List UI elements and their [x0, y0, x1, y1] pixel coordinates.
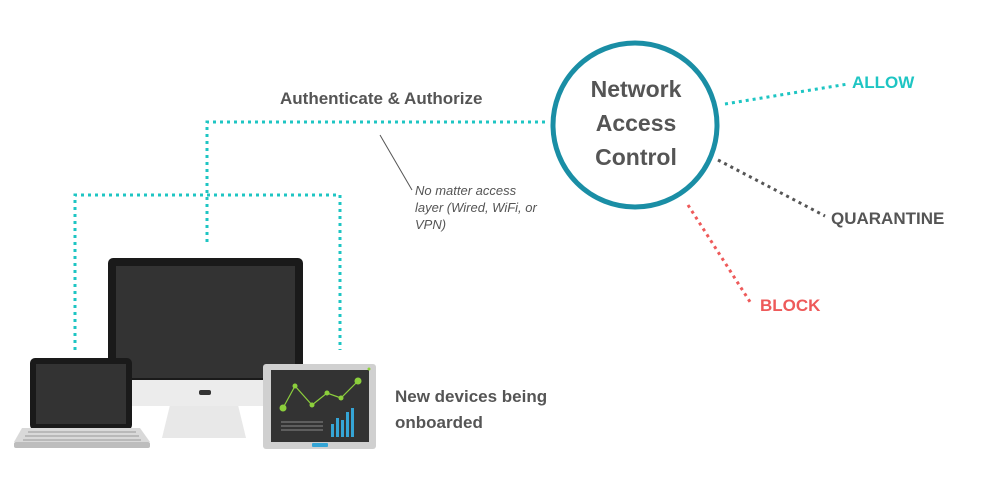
allow-line: [724, 82, 849, 106]
nac-circle: [550, 40, 720, 210]
quarantine-line: [717, 158, 826, 218]
access-layer-note: No matter access layer (Wired, WiFi, or …: [415, 183, 537, 232]
quarantine-label: QUARANTINE: [831, 209, 945, 228]
authenticate-authorize-label: Authenticate & Authorize: [280, 89, 483, 108]
block-line: [686, 204, 754, 306]
block-label: BLOCK: [760, 296, 821, 315]
tablet-chart-icon: [263, 364, 376, 449]
allow-label: ALLOW: [852, 73, 915, 92]
desktop-monitor-icon: [108, 258, 303, 438]
auth-connection-lines: [73, 120, 545, 350]
new-devices-label: New devices being onboarded: [395, 387, 548, 432]
note-pointer-line: [379, 134, 413, 191]
device-branch-line: [73, 193, 342, 350]
laptop-icon: [14, 358, 150, 448]
nac-title: Network Access Control: [590, 76, 682, 170]
main-auth-line: [205, 120, 545, 242]
